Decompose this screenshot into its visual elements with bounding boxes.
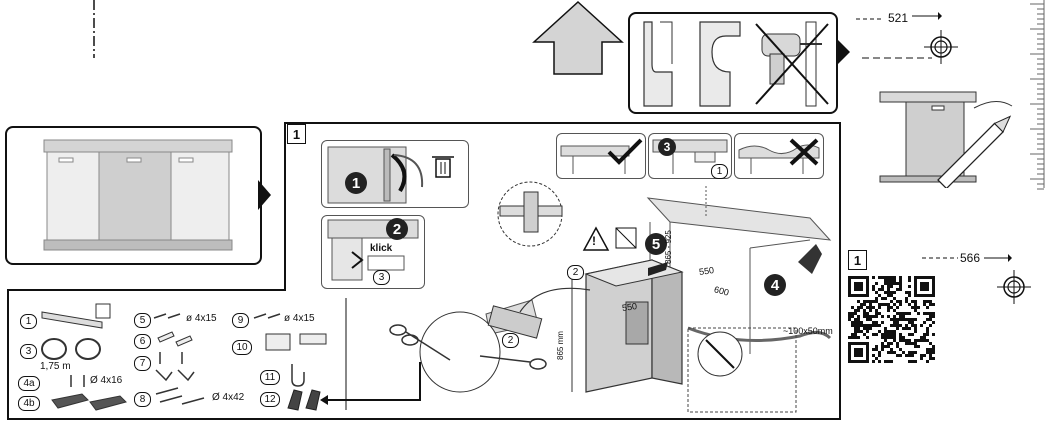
part-4b-badge: 4b [18, 396, 40, 411]
dash-lines [856, 18, 932, 59]
ruler-icon [1030, 0, 1045, 190]
dishwasher-install-illustration [485, 181, 832, 413]
connector-arrow [320, 362, 421, 405]
step-3-badge: 3 [658, 138, 676, 156]
up-arrow-icon [532, 0, 624, 75]
pointer-arrow-right-icon [836, 38, 850, 66]
qr-code-icon [848, 276, 935, 363]
dim-arrow-521 [912, 12, 942, 20]
step-4-badge: 4 [764, 274, 786, 296]
part-8-spec: Ø 4x42 [212, 392, 245, 403]
part-3-cable [41, 338, 101, 360]
badge-2a: 2 [567, 265, 584, 280]
dim-550-a: 550 [698, 265, 715, 277]
dim-100x50: ~100x50mm [783, 326, 833, 336]
dim-566: 566 [960, 251, 981, 265]
warning-icon: ! [592, 234, 596, 248]
part-4b-brackets [51, 393, 127, 411]
wrong-mounting-panel [734, 133, 824, 179]
part-10-badge: 10 [232, 340, 252, 355]
part-4a-screws [70, 375, 85, 387]
part-12-badge: 12 [260, 392, 280, 407]
part-5-badge: 5 [134, 313, 151, 328]
part-4a-badge: 4a [18, 376, 40, 391]
cabinet-overview-panel [5, 126, 262, 265]
scissors-illustration [389, 305, 547, 393]
part-1-badge: 1 [20, 314, 37, 329]
badge-2b: 2 [502, 333, 519, 348]
part-6-badge: 6 [134, 334, 151, 349]
target-circle-icon [924, 30, 958, 64]
klick-label: klick [370, 243, 393, 254]
dash-center-line [93, 0, 95, 58]
edge-profile-panel [628, 12, 838, 114]
part-7-clips [155, 352, 195, 382]
dim-arrow-566 [984, 254, 1012, 262]
pointer-arrow-right-icon [258, 180, 271, 210]
part-4a-spec: Ø 4x16 [90, 375, 123, 386]
badge-3-small: 3 [373, 270, 390, 285]
part-11-clip [291, 364, 305, 387]
part-6-strips [157, 331, 193, 347]
part-8-screws [155, 387, 205, 405]
main-frame [7, 122, 841, 420]
part-9-screws [253, 313, 281, 319]
step-1-badge: 1 [345, 172, 367, 194]
step-2-badge: 2 [386, 218, 408, 240]
part-8-badge: 8 [134, 392, 151, 407]
part-3-length: 1,75 m [40, 361, 71, 372]
dash-line-566 [922, 257, 958, 259]
part-5-screws [153, 313, 181, 319]
part-1-rail [41, 303, 111, 329]
step-1-panel [321, 140, 469, 208]
part-3-badge: 3 [20, 344, 37, 359]
part-9-badge: 9 [232, 313, 249, 328]
correct-mounting-panel [556, 133, 646, 179]
target-circle-icon [997, 270, 1031, 304]
step-5-badge: 5 [645, 233, 667, 255]
part-7-badge: 7 [134, 356, 151, 371]
trash-icon [432, 146, 464, 176]
badge-1-small: 1 [711, 164, 728, 179]
pencil-marking-illustration [879, 91, 1013, 188]
part-10-brackets [265, 333, 327, 351]
dim-865-925: 865 - 925 [664, 230, 673, 264]
dim-550-b: 550 [621, 301, 638, 313]
section-number-badge: 1 [287, 124, 306, 144]
qr-section-number: 1 [848, 250, 867, 270]
part-9-spec: ø 4x15 [284, 313, 315, 324]
dim-521: 521 [888, 11, 909, 25]
part-12-feet [287, 389, 321, 411]
part-11-badge: 11 [260, 370, 280, 385]
part-5-spec: ø 4x15 [186, 313, 217, 324]
